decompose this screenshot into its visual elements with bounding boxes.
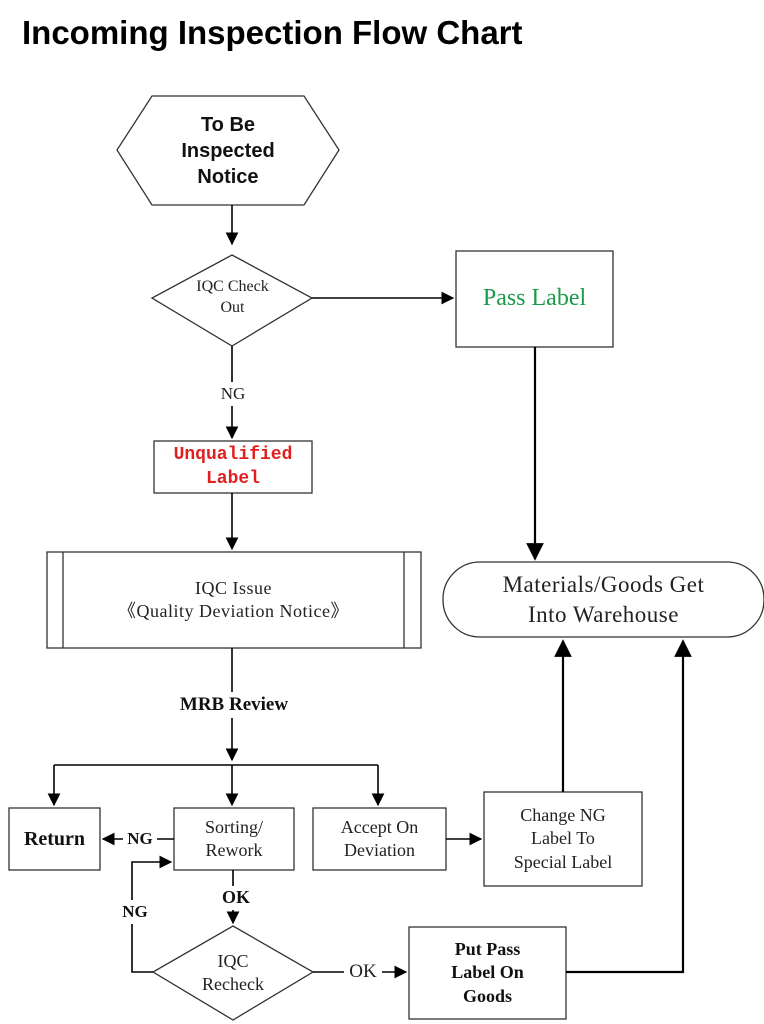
accept-box [312,807,447,871]
iqc-check-label: IQC Check Out [196,278,269,316]
recheck-diamond [151,925,315,1021]
unqualified-label-text: Unqualified Label [173,444,293,489]
iqc-issue-box [46,551,422,649]
edge-label-ok-recheck: OK [344,960,382,984]
edge-label-ng-return: NG [123,828,157,850]
page-title: Incoming Inspection Flow Chart [22,14,523,51]
return-label: Return [23,828,86,850]
accept-label: Accept On Deviation [340,816,419,860]
notice-label: To Be Inspected Notice [181,114,275,188]
edge-label-ng-check: NG [216,382,250,406]
recheck-label: IQC Recheck [202,950,264,994]
unqualified-box [153,440,313,494]
change-label-box [483,791,643,887]
put-pass-box [408,926,567,1020]
pass-label-text: Pass Label [482,285,587,312]
notice-hexagon [116,95,340,206]
return-box [8,807,101,871]
warehouse-terminal [442,561,764,638]
edge-label-ok-sorting: OK [218,886,254,910]
arrow-put-pass-to-warehouse [566,639,692,974]
iqc-issue-label: IQC Issue 《Quality Deviation Notice》 [118,577,349,621]
edge-label-mrb-review: MRB Review [168,692,300,718]
warehouse-label: Materials/Goods Get Into Warehouse [502,571,705,627]
sorting-label: Sorting/ Rework [204,816,263,860]
edge-label-ng-recheck: NG [116,900,154,924]
put-pass-label: Put Pass Label On Goods [451,938,524,1006]
pass-label-box [455,250,614,348]
sorting-box [173,807,295,871]
change-label-text: Change NG Label To Special Label [513,804,613,872]
